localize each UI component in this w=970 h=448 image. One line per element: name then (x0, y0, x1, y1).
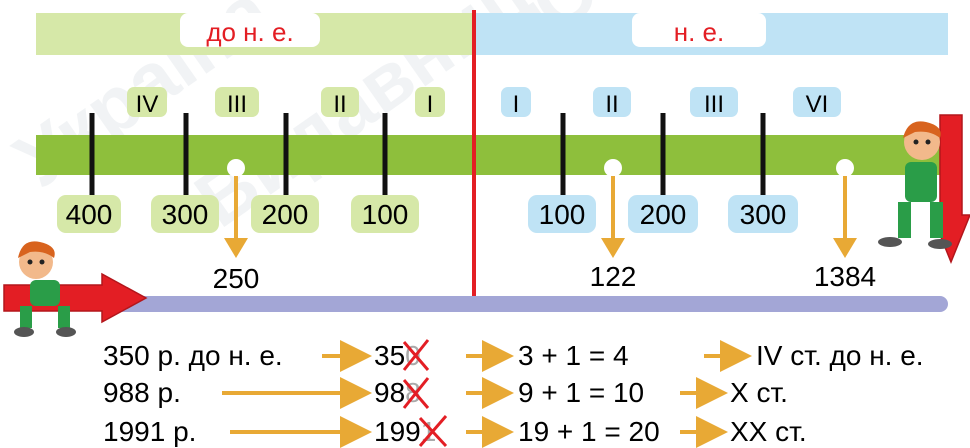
row-year: 1991 р. (103, 416, 196, 447)
ad-era-label-box (632, 13, 766, 47)
year-label: 200 (640, 199, 687, 230)
century-box (593, 87, 631, 117)
century-box (793, 87, 841, 117)
cross-mark (402, 377, 430, 409)
year-box (728, 195, 798, 233)
event-dot (604, 159, 622, 177)
cross-mark (402, 339, 430, 371)
row-sum: 19 + 1 = 20 (518, 416, 660, 447)
century-label: I (513, 91, 520, 118)
row-year: 988 р. (103, 377, 181, 408)
timeline-band (36, 135, 948, 175)
event-label: 1384 (814, 261, 876, 292)
year-box (57, 195, 121, 233)
century-label: IV (136, 91, 159, 118)
year-box (251, 195, 319, 233)
year-box (351, 195, 419, 233)
row-number-kept: 98 (374, 377, 405, 408)
event-arrowhead (224, 238, 248, 258)
event-arrows (224, 176, 857, 258)
cross-mark (418, 415, 448, 448)
year-label: 300 (162, 199, 209, 230)
year-box (628, 195, 698, 233)
year-label: 400 (66, 199, 113, 230)
century-label: II (333, 91, 346, 118)
century-box (501, 87, 531, 117)
century-box (690, 87, 738, 117)
century-label: III (227, 91, 247, 118)
century-label: III (704, 91, 724, 118)
event-arrowhead (601, 238, 625, 258)
baseline (120, 296, 948, 312)
event-arrowhead (833, 238, 857, 258)
year-box (151, 195, 219, 233)
row-result: X ст. (730, 377, 788, 408)
event-label: 122 (590, 261, 637, 292)
row-sum: 9 + 1 = 10 (518, 377, 644, 408)
timeline-ticks (89, 113, 766, 196)
row-sum: 3 + 1 = 4 (518, 340, 629, 371)
bc-era-label: до н. е. (206, 17, 293, 47)
event-dot (836, 159, 854, 177)
year-label: 100 (539, 199, 586, 230)
century-box (321, 87, 359, 117)
event-label: 250 (213, 263, 260, 294)
row-result: XX ст. (730, 416, 807, 447)
row-number-kept: 199 (374, 416, 421, 447)
year-label: 300 (740, 199, 787, 230)
century-labels: IV III II I I II III VI (127, 87, 841, 118)
row-number-kept: 35 (374, 340, 405, 371)
century-label: II (605, 91, 618, 118)
calculation-rows: 350 р. до н. е. 350 3 + 1 = 4 IV ст. до … (103, 339, 924, 448)
year-label: 100 (362, 199, 409, 230)
row-number: 1991 (374, 416, 436, 447)
bc-era-label-box (180, 13, 320, 47)
century-label: I (427, 91, 434, 118)
boy-left-figure (14, 241, 76, 337)
year-label: 200 (262, 199, 309, 230)
century-label: VI (806, 91, 829, 118)
event-dot (227, 159, 245, 177)
century-box (215, 87, 259, 117)
row-result: IV ст. до н. е. (756, 340, 924, 371)
century-box (415, 87, 445, 117)
ad-era-label: н. е. (674, 17, 725, 47)
year-labels: 400 300 200 100 100 200 300 (57, 195, 798, 233)
boy-right-figure (878, 114, 970, 265)
century-box (127, 87, 167, 117)
row-year: 350 р. до н. е. (103, 340, 283, 371)
year-box (528, 195, 596, 233)
